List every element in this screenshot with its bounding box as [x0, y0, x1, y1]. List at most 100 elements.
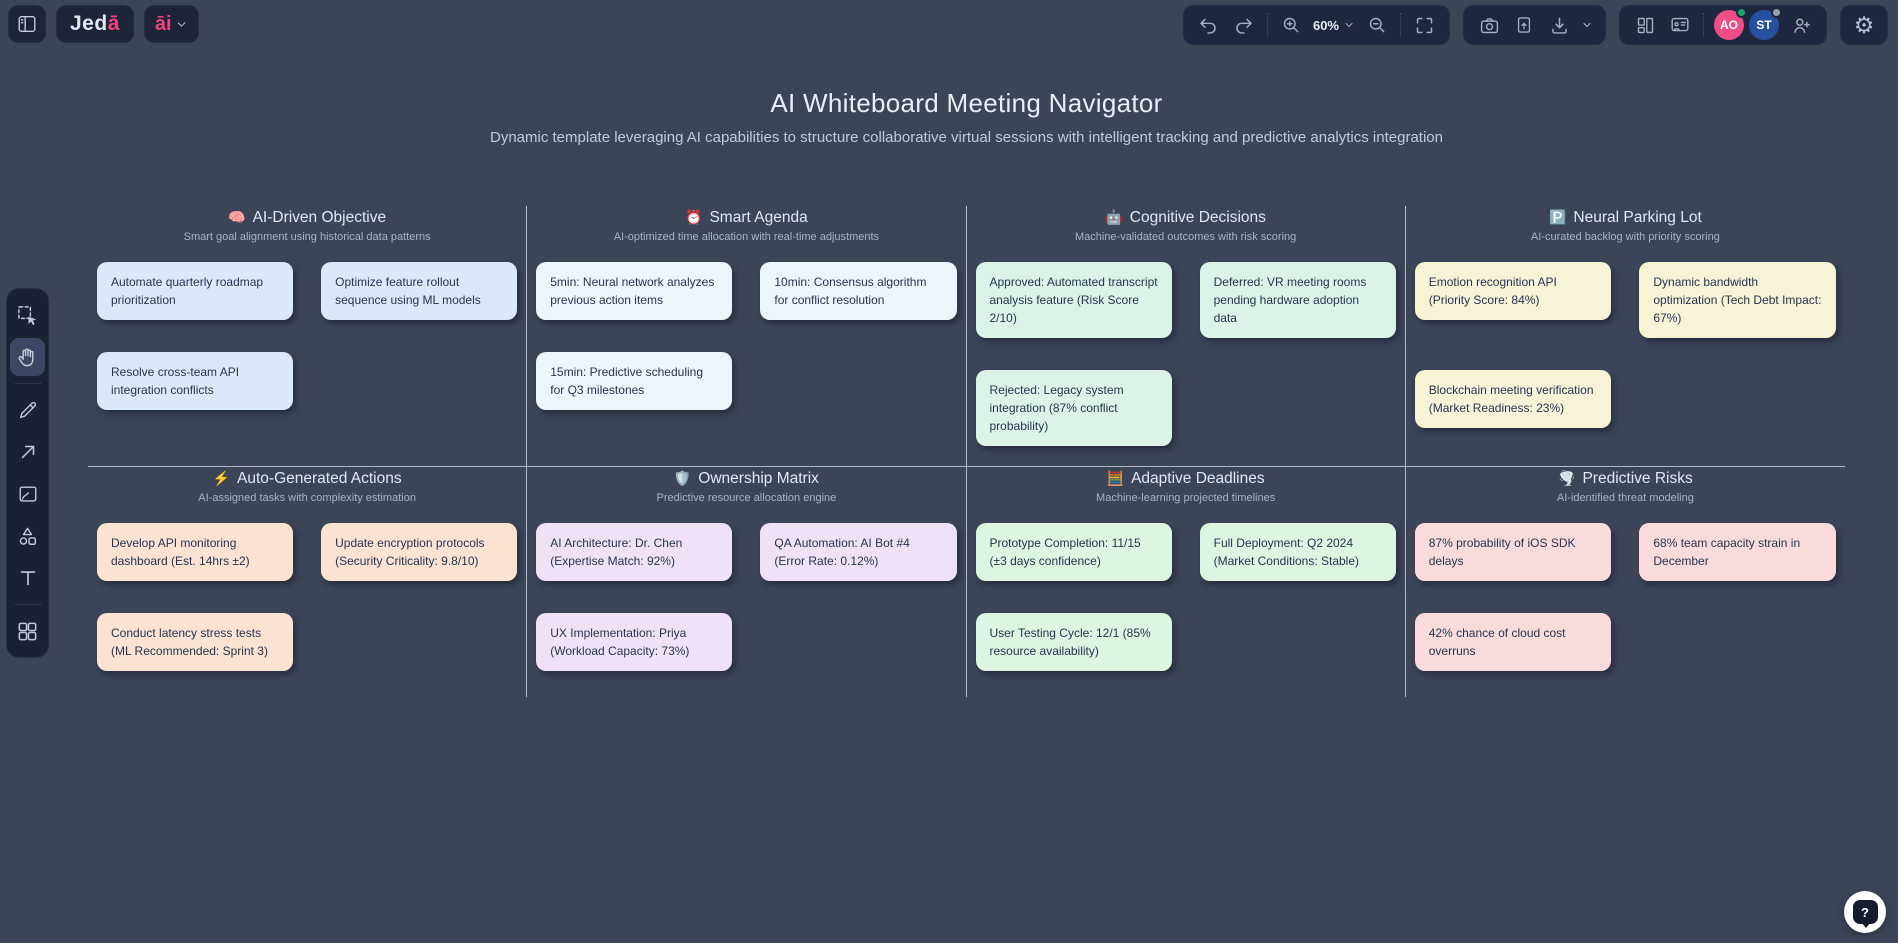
ai-menu-button[interactable]: āi [143, 5, 199, 43]
settings-button[interactable]: ⚙ [1840, 5, 1888, 45]
section-title: AI-Driven Objective [252, 209, 387, 226]
collaborator-avatar[interactable]: ST [1749, 7, 1782, 40]
help-label: ? [1861, 904, 1869, 920]
section-title: Smart Agenda [709, 209, 808, 226]
section-header[interactable]: 🌪️ Predictive Risks [1406, 470, 1845, 488]
section-description: AI-assigned tasks with complexity estima… [198, 492, 416, 504]
board-section: 🧠AI-Driven Objective Smart goal alignmen… [88, 206, 528, 466]
avatar-initials: ST [1756, 18, 1772, 32]
select-tool[interactable] [10, 296, 45, 334]
sticky-note[interactable]: Approved: Automated transcript analysis … [975, 262, 1172, 338]
section-description: Machine-validated outcomes with risk sco… [1074, 231, 1297, 243]
export-page-button[interactable] [1511, 11, 1537, 39]
redo-button[interactable] [1231, 11, 1257, 39]
board-section: 🌪️Predictive Risks AI-identified threat … [1406, 467, 1845, 697]
image-tool[interactable] [10, 475, 45, 513]
avatar-initials: AO [1720, 18, 1738, 32]
sticky-note[interactable]: Full Deployment: Q2 2024 (Market Conditi… [1199, 523, 1396, 581]
section-icon: 🛡️ [673, 470, 692, 486]
zoom-out-button[interactable] [1364, 11, 1390, 39]
sticky-note[interactable]: 87% probability of iOS SDK delays [1414, 523, 1612, 581]
sticky-note[interactable]: Update encryption protocols (Security Cr… [321, 523, 518, 581]
sticky-note[interactable]: Blockchain meeting verification (Market … [1414, 370, 1612, 428]
sticky-note[interactable]: 10min: Consensus algorithm for conflict … [760, 262, 957, 320]
screenshot-camera-button[interactable] [1476, 11, 1502, 39]
section-header[interactable]: ⚡Auto-Generated Actions [88, 470, 526, 488]
sidebar-toggle-button[interactable] [8, 5, 46, 43]
chevron-down-icon[interactable] [1581, 19, 1593, 31]
zoom-level-value: 60% [1312, 17, 1339, 33]
section-icon: ⚡ [212, 470, 231, 486]
sticky-note[interactable]: AI Architecture: Dr. Chen (Expertise Mat… [536, 523, 733, 581]
canvas-toolbar [6, 288, 49, 658]
sticky-note[interactable]: 15min: Predictive scheduling for Q3 mile… [536, 352, 733, 410]
sticky-note[interactable]: Prototype Completion: 11/15 (±3 days con… [975, 523, 1172, 581]
sticky-note[interactable]: Rejected: Legacy system integration (87%… [975, 370, 1172, 446]
section-icon: 🧮 [1106, 470, 1125, 486]
sticky-note[interactable]: Automate quarterly roadmap prioritizatio… [97, 262, 294, 320]
sticky-note[interactable]: UX Implementation: Priya (Workload Capac… [536, 613, 733, 671]
canvas-header: AI Whiteboard Meeting Navigator Dynamic … [88, 88, 1845, 146]
status-dot [1771, 7, 1782, 18]
arrow-connector-tool[interactable] [10, 433, 45, 471]
templates-apps-tool[interactable] [10, 612, 45, 650]
section-title: Cognitive Decisions [1129, 209, 1266, 226]
text-tool[interactable] [10, 559, 45, 597]
notes-grid: AI Architecture: Dr. Chen (Expertise Mat… [536, 523, 957, 671]
sticky-note[interactable]: Optimize feature rollout sequence using … [321, 262, 518, 320]
divider [13, 383, 42, 384]
notes-grid: Approved: Automated transcript analysis … [975, 262, 1396, 446]
sticky-note[interactable]: 68% team capacity strain in December [1639, 523, 1836, 581]
sticky-note[interactable]: User Testing Cycle: 12/1 (85% resource a… [975, 613, 1172, 671]
notes-grid: Prototype Completion: 11/15 (±3 days con… [975, 523, 1396, 671]
section-title: Ownership Matrix [698, 470, 819, 487]
section-icon: 🅿️ [1548, 209, 1567, 225]
section-header[interactable]: 🧮Adaptive Deadlines [967, 470, 1405, 488]
shapes-tool[interactable] [10, 517, 45, 555]
board-section: 🅿️Neural Parking Lot AI-curated backlog … [1406, 206, 1845, 466]
whiteboard-grid: 🧠AI-Driven Objective Smart goal alignmen… [88, 206, 1845, 697]
sticky-note[interactable]: Dynamic bandwidth optimization (Tech Deb… [1639, 262, 1836, 338]
board-layout-button[interactable] [1632, 11, 1658, 39]
section-header[interactable]: 🧠AI-Driven Objective [88, 209, 526, 227]
section-header[interactable]: 🤖Cognitive Decisions [967, 209, 1405, 227]
sticky-note[interactable]: 5min: Neural network analyzes previous a… [536, 262, 733, 320]
presentation-button[interactable] [1667, 11, 1693, 39]
sticky-note[interactable]: Conduct latency stress tests (ML Recomme… [97, 613, 294, 671]
sticky-note[interactable]: Emotion recognition API (Priority Score:… [1414, 262, 1612, 320]
section-title: Neural Parking Lot [1573, 209, 1702, 226]
section-header[interactable]: 🅿️ Neural Parking Lot [1406, 209, 1845, 227]
notes-grid: Emotion recognition API (Priority Score:… [1414, 262, 1836, 428]
notes-grid: 5min: Neural network analyzes previous a… [536, 262, 957, 410]
sticky-note[interactable]: QA Automation: AI Bot #4 (Error Rate: 0.… [760, 523, 957, 581]
notes-grid: 87% probability of iOS SDK delays 68% tea… [1414, 523, 1836, 671]
zoom-in-button[interactable] [1278, 11, 1304, 39]
help-widget-button[interactable]: ? [1844, 891, 1886, 933]
sticky-note[interactable]: Resolve cross-team API integration confl… [97, 352, 294, 410]
history-zoom-group: 60% [1182, 5, 1450, 45]
gear-icon: ⚙ [1853, 11, 1875, 38]
topbar-right: 60% [1182, 5, 1888, 45]
section-title: Predictive Risks [1582, 470, 1693, 487]
sticky-note[interactable]: Deferred: VR meeting rooms pending hardw… [1199, 262, 1396, 338]
fullscreen-button[interactable] [1411, 11, 1437, 39]
hand-pan-tool[interactable] [10, 338, 45, 376]
zoom-level-dropdown[interactable]: 60% [1313, 18, 1355, 33]
board-subtitle[interactable]: Dynamic template leveraging AI capabilit… [490, 129, 1443, 146]
status-dot [1736, 7, 1747, 18]
section-icon: 🌪️ [1558, 470, 1576, 486]
board-section: 🧮Adaptive Deadlines Machine-learning pro… [967, 467, 1406, 697]
undo-button[interactable] [1196, 11, 1222, 39]
sticky-note[interactable]: 42% chance of cloud cost overruns [1414, 613, 1612, 671]
board-title[interactable]: AI Whiteboard Meeting Navigator [770, 88, 1163, 118]
section-header[interactable]: ⏰Smart Agenda [527, 209, 965, 227]
invite-person-button[interactable] [1788, 11, 1814, 39]
sticky-note[interactable]: Develop API monitoring dashboard (Est. 1… [97, 523, 294, 581]
divider [1266, 13, 1268, 37]
collaborator-avatar[interactable]: AO [1714, 7, 1747, 40]
section-description: AI-optimized time allocation with real-t… [613, 231, 880, 243]
download-button[interactable] [1546, 11, 1572, 39]
section-header[interactable]: 🛡️ Ownership Matrix [527, 470, 965, 488]
pen-tool[interactable] [10, 391, 45, 429]
